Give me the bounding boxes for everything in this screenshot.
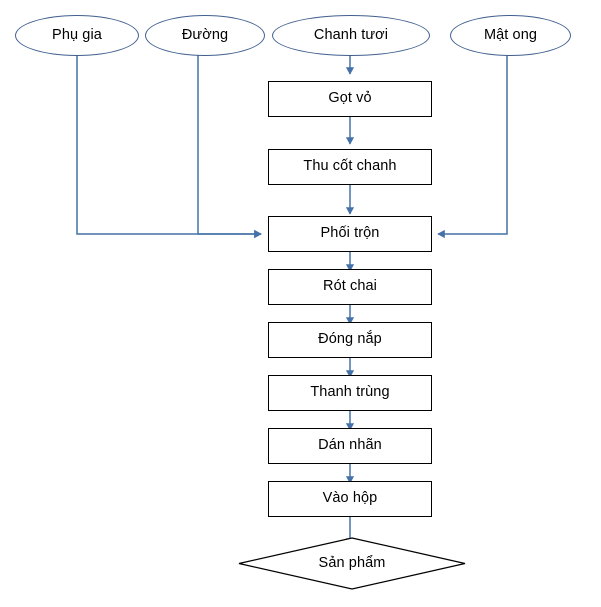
connector-phugia-to-phoitron (76, 55, 262, 239)
process-node-thanh-trung[interactable]: Thanh trùng (268, 375, 432, 411)
process-label-got-vo: Gọt vỏ (328, 90, 372, 107)
process-node-dan-nhan[interactable]: Dán nhãn (268, 428, 432, 464)
process-node-thu-cot-chanh[interactable]: Thu cốt chanh (268, 149, 432, 185)
process-label-thu-cot-chanh: Thu cốt chanh (303, 158, 397, 175)
connector-matong-to-phoitron (437, 55, 508, 239)
input-node-phu-gia[interactable]: Phụ gia (15, 15, 139, 56)
output-node-san-pham[interactable]: Sản phẩm (238, 537, 466, 590)
process-label-vao-hop: Vào hộp (322, 490, 378, 507)
process-label-dan-nhan: Dán nhãn (318, 437, 382, 454)
input-label-duong: Đường (181, 26, 229, 43)
input-node-mat-ong[interactable]: Mật ong (450, 15, 571, 56)
diamond-shape (238, 537, 466, 590)
process-label-rot-chai: Rót chai (323, 278, 377, 295)
process-label-thanh-trung: Thanh trùng (310, 384, 390, 401)
process-node-dong-nap[interactable]: Đóng nắp (268, 322, 432, 358)
process-label-phoi-tron: Phối trộn (320, 225, 380, 242)
process-node-vao-hop[interactable]: Vào hộp (268, 481, 432, 517)
process-node-phoi-tron[interactable]: Phối trộn (268, 216, 432, 252)
input-label-phu-gia: Phụ gia (52, 26, 102, 43)
process-node-rot-chai[interactable]: Rót chai (268, 269, 432, 305)
process-node-got-vo[interactable]: Gọt vỏ (268, 81, 432, 117)
process-label-dong-nap: Đóng nắp (318, 331, 382, 348)
output-label-san-pham: Sản phẩm (318, 554, 386, 571)
input-node-chanh-tuoi[interactable]: Chanh tươi (272, 15, 430, 56)
connector-duong-to-phoitron (197, 55, 262, 239)
input-label-mat-ong: Mật ong (483, 26, 538, 43)
input-node-duong[interactable]: Đường (145, 15, 265, 56)
input-label-chanh-tuoi: Chanh tươi (313, 26, 389, 43)
